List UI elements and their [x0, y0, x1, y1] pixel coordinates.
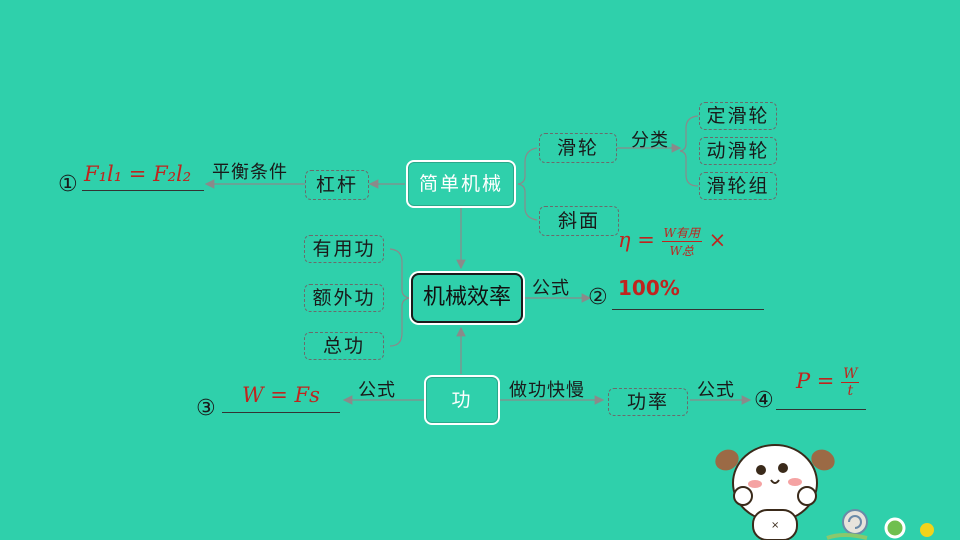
answer-4: P = W t — [796, 366, 860, 399]
label-formula-efficiency: 公式 — [532, 278, 570, 299]
puppy-mascot-illustration: × — [715, 444, 934, 540]
answer-2: 100% — [618, 276, 680, 300]
eta-lhs: η = — [618, 228, 655, 252]
label-classification: 分类 — [631, 130, 669, 151]
label-formula-work: 公式 — [358, 380, 396, 401]
answer-3-underline — [222, 412, 340, 413]
svg-text:×: × — [771, 520, 779, 531]
label-formula-power: 公式 — [697, 380, 735, 401]
number-2: ② — [588, 285, 608, 310]
answer-4-numerator: W — [841, 366, 860, 383]
answer-4-denominator: t — [847, 383, 854, 399]
eta-tail: × — [708, 228, 727, 252]
node-power[interactable]: 功率 — [608, 388, 688, 416]
node-extra-work[interactable]: 额外功 — [304, 284, 384, 312]
eta-numerator: W有用 — [661, 226, 702, 242]
node-pulley-block[interactable]: 滑轮组 — [699, 172, 777, 200]
answer-1: F₁l₁ = F₂l₂ — [84, 162, 192, 186]
efficiency-formula: η = W有用 W总 × — [618, 224, 726, 259]
node-useful-work[interactable]: 有用功 — [304, 235, 384, 263]
node-work[interactable]: 功 — [424, 375, 500, 425]
answer-3: W = Fs — [242, 383, 320, 407]
node-movable-pulley[interactable]: 动滑轮 — [699, 137, 777, 165]
number-1: ① — [58, 172, 78, 197]
label-balance-condition: 平衡条件 — [212, 162, 288, 183]
label-work-speed: 做功快慢 — [509, 380, 585, 401]
node-simple-machine[interactable]: 简单机械 — [406, 160, 516, 208]
eta-denominator: W总 — [669, 244, 694, 258]
node-incline[interactable]: 斜面 — [539, 206, 619, 236]
node-total-work[interactable]: 总功 — [304, 332, 384, 360]
answer-4-underline — [776, 409, 866, 410]
answer-1-underline — [82, 190, 204, 191]
number-4: ④ — [754, 388, 774, 413]
answer-2-underline — [612, 309, 764, 310]
node-pulley[interactable]: 滑轮 — [539, 133, 617, 163]
node-fixed-pulley[interactable]: 定滑轮 — [699, 102, 777, 130]
node-lever[interactable]: 杠杆 — [305, 170, 369, 200]
node-mechanical-efficiency[interactable]: 机械效率 — [411, 273, 523, 323]
answer-4-lhs: P = — [796, 369, 835, 393]
number-3: ③ — [196, 396, 216, 421]
